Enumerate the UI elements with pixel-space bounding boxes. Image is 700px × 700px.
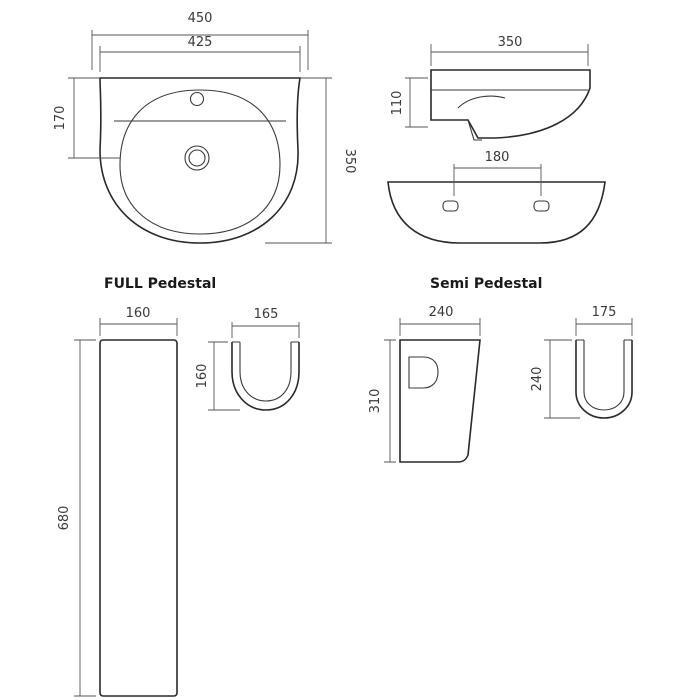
semi-pedestal: Semi Pedestal 240 310 175 240 xyxy=(368,276,633,463)
dim-full-plan-depth: 160 xyxy=(195,364,210,389)
semi-pedestal-opening xyxy=(408,356,439,389)
dim-side-width: 350 xyxy=(498,35,523,50)
dim-depth: 350 xyxy=(342,149,357,174)
basin-outline xyxy=(99,77,301,244)
dim-semi-plan-width: 175 xyxy=(592,305,617,320)
fixing-slot-left xyxy=(442,200,459,212)
semi-pedestal-plan-inner xyxy=(583,340,625,411)
full-pedestal: FULL Pedestal 160 680 165 160 xyxy=(57,276,300,697)
dim-inner-width: 425 xyxy=(188,35,213,50)
basin-side-trap xyxy=(467,119,482,141)
dim-full-plan-width: 165 xyxy=(254,307,279,322)
semi-pedestal-plan-outer xyxy=(575,340,633,419)
dim-full-height: 680 xyxy=(57,506,72,531)
full-pedestal-plan-inner xyxy=(239,342,292,402)
dim-fixing-centres: 180 xyxy=(485,150,510,165)
dim-side-height: 110 xyxy=(390,91,405,116)
tap-hole xyxy=(189,91,205,107)
dim-semi-plan-depth: 240 xyxy=(530,367,545,392)
basin-bowl xyxy=(119,89,281,235)
basin-side-view: 350 110 xyxy=(390,35,591,141)
full-pedestal-plan-outer xyxy=(231,342,300,411)
basin-rear-view: 180 xyxy=(387,150,606,244)
fixing-slot-right xyxy=(533,200,550,212)
basin-top-view: 450 425 350 170 xyxy=(53,11,357,244)
basin-rear-outline xyxy=(387,181,606,244)
basin-side-outline xyxy=(430,69,591,139)
semi-pedestal-side xyxy=(399,339,481,463)
semi-pedestal-title: Semi Pedestal xyxy=(430,276,542,292)
full-pedestal-title: FULL Pedestal xyxy=(104,276,216,292)
dim-semi-height: 310 xyxy=(368,389,383,414)
dim-semi-side-width: 240 xyxy=(429,305,454,320)
waste-outer xyxy=(184,145,210,171)
basin-side-inner xyxy=(457,95,506,109)
dim-full-front-width: 160 xyxy=(126,306,151,321)
full-pedestal-front xyxy=(99,339,178,697)
dim-tap-zone: 170 xyxy=(53,106,68,131)
dim-overall-width: 450 xyxy=(188,11,213,26)
waste-inner xyxy=(188,149,206,167)
